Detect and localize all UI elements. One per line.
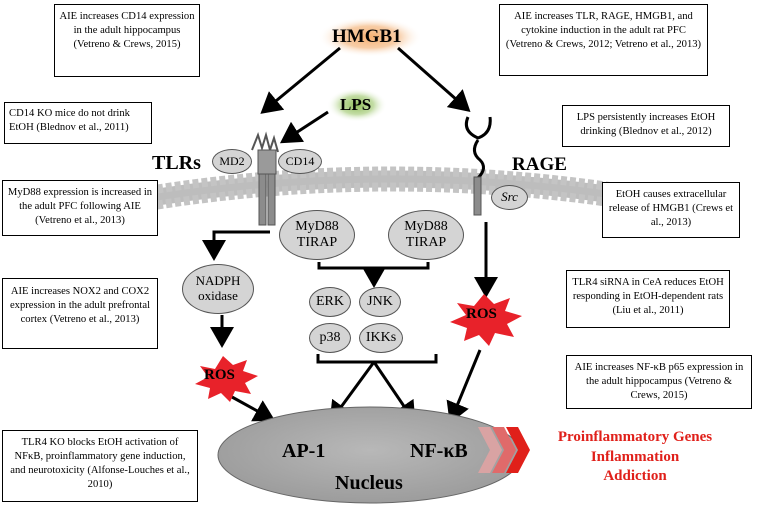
lps-glow xyxy=(327,88,387,122)
ros-left-label: ROS xyxy=(204,367,235,383)
p38-node: p38 xyxy=(309,323,351,353)
box-cd14-hippocampus: AIE increases CD14 expression in the adu… xyxy=(54,4,200,77)
nfkb-label: NF-κB xyxy=(410,440,468,462)
ros-right-burst xyxy=(450,294,522,346)
nucleus-label: Nucleus xyxy=(335,472,403,494)
jnk-node: JNK xyxy=(359,287,401,317)
cell-membrane xyxy=(93,166,692,221)
lps-label: LPS xyxy=(340,95,372,114)
tlr-receptor xyxy=(251,131,279,226)
rage-receptor xyxy=(464,116,492,216)
ros-right-label: ROS xyxy=(466,306,497,322)
tlrs-label: TLRs xyxy=(152,152,201,174)
output-inflammation: Inflammation xyxy=(590,448,680,465)
output-addiction: Addiction xyxy=(603,468,667,484)
box-tlr4-ko: TLR4 KO blocks EtOH activation of NFκB, … xyxy=(2,430,198,502)
rage-label: RAGE xyxy=(512,154,567,175)
box-tlr4-sirna: TLR4 siRNA in CeA reduces EtOH respondin… xyxy=(566,270,730,328)
box-nox2-cox2: AIE increases NOX2 and COX2 expression i… xyxy=(2,278,158,349)
ikks-node: IKKs xyxy=(359,323,403,353)
arrows xyxy=(202,46,498,424)
src-node: Src xyxy=(491,185,528,210)
hmgb1-glow xyxy=(318,17,422,57)
box-nfkb-p65: AIE increases NF-κB p65 expression in th… xyxy=(566,355,752,409)
output-chevrons-icon xyxy=(478,427,530,473)
box-tlr-rage-pfc: AIE increases TLR, RAGE, HMGB1, and cyto… xyxy=(499,4,708,76)
box-lps-drinking: LPS persistently increases EtOH drinking… xyxy=(562,105,730,147)
ap1-label: AP-1 xyxy=(282,440,326,462)
ros-left-burst xyxy=(195,356,258,402)
box-myd88-pfc: MyD88 expression is increased in the adu… xyxy=(2,180,158,236)
outputs: Proinflammatory Genes Inflammation Addic… xyxy=(535,428,735,487)
cd14-node: CD14 xyxy=(278,149,322,174)
box-cd14-ko: CD14 KO mice do not drink EtOH (Blednov … xyxy=(4,102,152,144)
output-proinflammatory-genes: Proinflammatory Genes xyxy=(557,429,713,445)
erk-node: ERK xyxy=(309,287,351,317)
box-hmgb1-release: EtOH causes extracellular release of HMG… xyxy=(602,182,740,238)
hmgb1-label: HMGB1 xyxy=(332,26,402,47)
md2-node: MD2 xyxy=(212,149,252,174)
